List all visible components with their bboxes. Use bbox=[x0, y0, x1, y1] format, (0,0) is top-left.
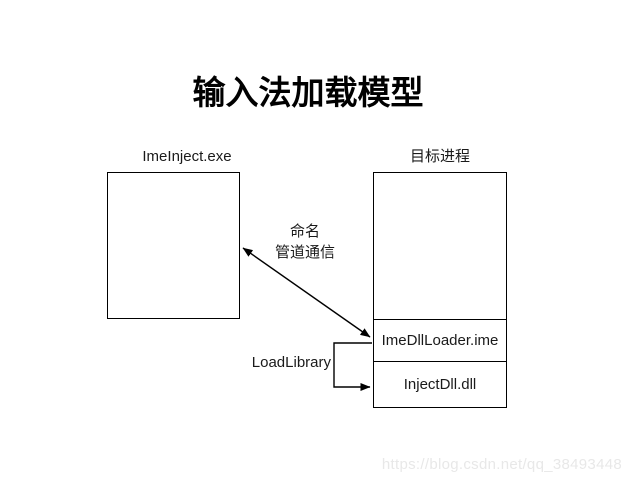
watermark: https://blog.csdn.net/qq_38493448 bbox=[381, 456, 622, 473]
page-title: 输入法加载模型 bbox=[192, 74, 424, 111]
loadlibrary-label: LoadLibrary bbox=[251, 354, 331, 371]
target-process-label: 目标进程 bbox=[409, 148, 470, 165]
named-pipe-label: 命名 管道通信 bbox=[250, 221, 360, 263]
imeinject-exe-box bbox=[107, 172, 240, 319]
target-process-box: ImeDllLoader.ime InjectDll.dll bbox=[373, 172, 507, 408]
named-pipe-label-line2: 管道通信 bbox=[274, 244, 335, 261]
loadlibrary-bracket-arrow bbox=[333, 342, 372, 391]
imeinject-exe-label: ImeInject.exe bbox=[142, 148, 232, 165]
target-process-empty-area bbox=[374, 173, 506, 319]
imedllloader-ime-section: ImeDllLoader.ime bbox=[374, 319, 506, 361]
named-pipe-label-line1: 命名 bbox=[289, 223, 320, 240]
injectdll-dll-section: InjectDll.dll bbox=[374, 361, 506, 407]
